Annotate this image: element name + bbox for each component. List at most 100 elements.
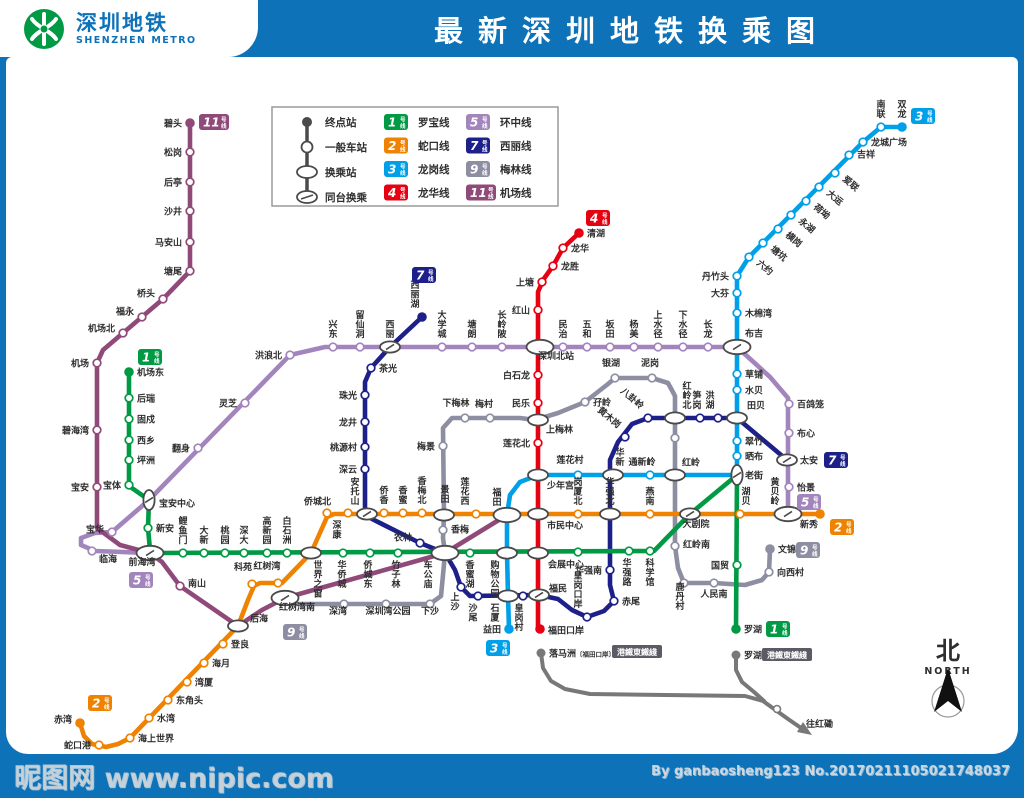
metro-line-5-stations: 临海宝华翻身灵芝洪浪北兴东留仙洞西丽大学城塘朗长岭陂深圳北站民治五和坂田杨美上水… (86, 309, 824, 588)
station-label: 向西村 (777, 567, 804, 579)
station-marker (732, 451, 742, 461)
station-label: 笋 (691, 390, 701, 402)
station-label: 洲 (282, 535, 291, 546)
station-marker (731, 624, 741, 634)
station-marker (492, 506, 522, 524)
station-marker (220, 548, 230, 558)
station-label: 侨城北 (303, 496, 331, 508)
station-label: 清湖 (587, 228, 605, 240)
station-marker (573, 547, 583, 557)
station-label: 美 (629, 328, 639, 340)
station-label: 治 (558, 328, 567, 340)
station-label: 下梅林 (442, 397, 470, 409)
station-marker (465, 548, 475, 558)
station-label: 湖 (465, 578, 474, 590)
station-label: 线 (428, 275, 434, 283)
station-label: 号 (400, 139, 406, 147)
station-marker (645, 470, 655, 480)
station-label: 白 (282, 515, 291, 527)
station-label: 号 (602, 212, 608, 220)
station-label: 城 (437, 328, 446, 340)
station-label: 深 (239, 525, 248, 537)
station-marker (695, 413, 705, 423)
station-label: 号 (488, 186, 494, 194)
station-label: 机场北 (88, 323, 115, 335)
station-marker (496, 546, 518, 560)
station-marker (703, 342, 713, 352)
station-label: 东角头 (176, 695, 203, 707)
station-marker (535, 624, 545, 634)
watermark-site-url: www.nipic.com (104, 763, 334, 794)
station-label: 民 (558, 320, 567, 331)
station-label: 号 (104, 697, 110, 705)
station-label: 深圳北站 (538, 350, 574, 362)
station-label: 八卦岭 (617, 384, 646, 411)
station-label: 界 (313, 570, 322, 581)
station-label: 晒布 (745, 451, 763, 463)
mtr-arrow-icon (797, 722, 812, 735)
station-label: 沙 (450, 602, 459, 613)
logo-area: 深圳地铁 SHENZHEN METRO (0, 0, 258, 57)
station-label: 梅林线 (500, 163, 532, 176)
watermark-site: 昵图网 www.nipic.com (14, 756, 334, 795)
station-label: 水 (678, 319, 688, 331)
station-label: 梅景 (417, 441, 435, 453)
station-label: 会展中心 (548, 559, 584, 571)
station-label: 4 (589, 212, 598, 226)
station-marker (647, 373, 657, 383)
station-label: 湾厦 (195, 677, 214, 689)
station-label: 线 (221, 122, 227, 130)
station-marker (124, 367, 134, 377)
station-label: 木棉湾 (744, 308, 772, 320)
station-label: 珠光 (339, 390, 357, 402)
station-label: 龙 (702, 328, 712, 340)
station-label: 爱联 (840, 173, 862, 194)
station-label: 红岭南 (683, 539, 710, 551)
station-label: 红树湾南 (279, 601, 315, 613)
station-label: 龙 (896, 108, 906, 120)
station-label: 科 (645, 557, 654, 569)
station-label: 花 (460, 486, 469, 498)
station-label: 罗宝线 (418, 116, 450, 129)
station-label: 号 (221, 116, 227, 124)
station-label: 南 (645, 495, 654, 507)
station-label: 城 (363, 569, 372, 581)
station-marker (582, 612, 592, 622)
station-label: 坪洲 (137, 455, 155, 467)
station-label: 丹 (675, 592, 684, 603)
header-bar: 深圳地铁 SHENZHEN METRO 最新深圳地铁换乘图 (0, 0, 1024, 57)
station-marker (897, 122, 907, 132)
station-label: 华 (337, 559, 346, 571)
station-marker (360, 442, 370, 452)
station-label: 留 (355, 309, 364, 321)
station-label: 泥岗 (641, 357, 659, 369)
station-label: 2 (388, 139, 396, 153)
station-label: 丹竹头 (702, 271, 729, 283)
station-label: 线 (602, 218, 608, 226)
station-marker (533, 398, 543, 408)
station-marker (328, 342, 338, 352)
metro-line-11 (94, 120, 510, 629)
station-label: 市民中心 (547, 520, 583, 532)
station-label: 赤湾 (54, 714, 72, 726)
station-marker (143, 523, 153, 533)
station-label: 皇 (514, 602, 523, 614)
station-marker (393, 548, 403, 558)
station-marker (732, 308, 742, 318)
station-label: 农林 (393, 532, 413, 544)
station-label: 大 (437, 309, 446, 321)
shenzhen-metro-logo-icon (24, 8, 64, 49)
station-label: 莲花村 (556, 454, 583, 466)
station-label: 11 (203, 116, 220, 130)
station-marker (365, 548, 375, 558)
station-label: 怡景 (797, 482, 815, 494)
